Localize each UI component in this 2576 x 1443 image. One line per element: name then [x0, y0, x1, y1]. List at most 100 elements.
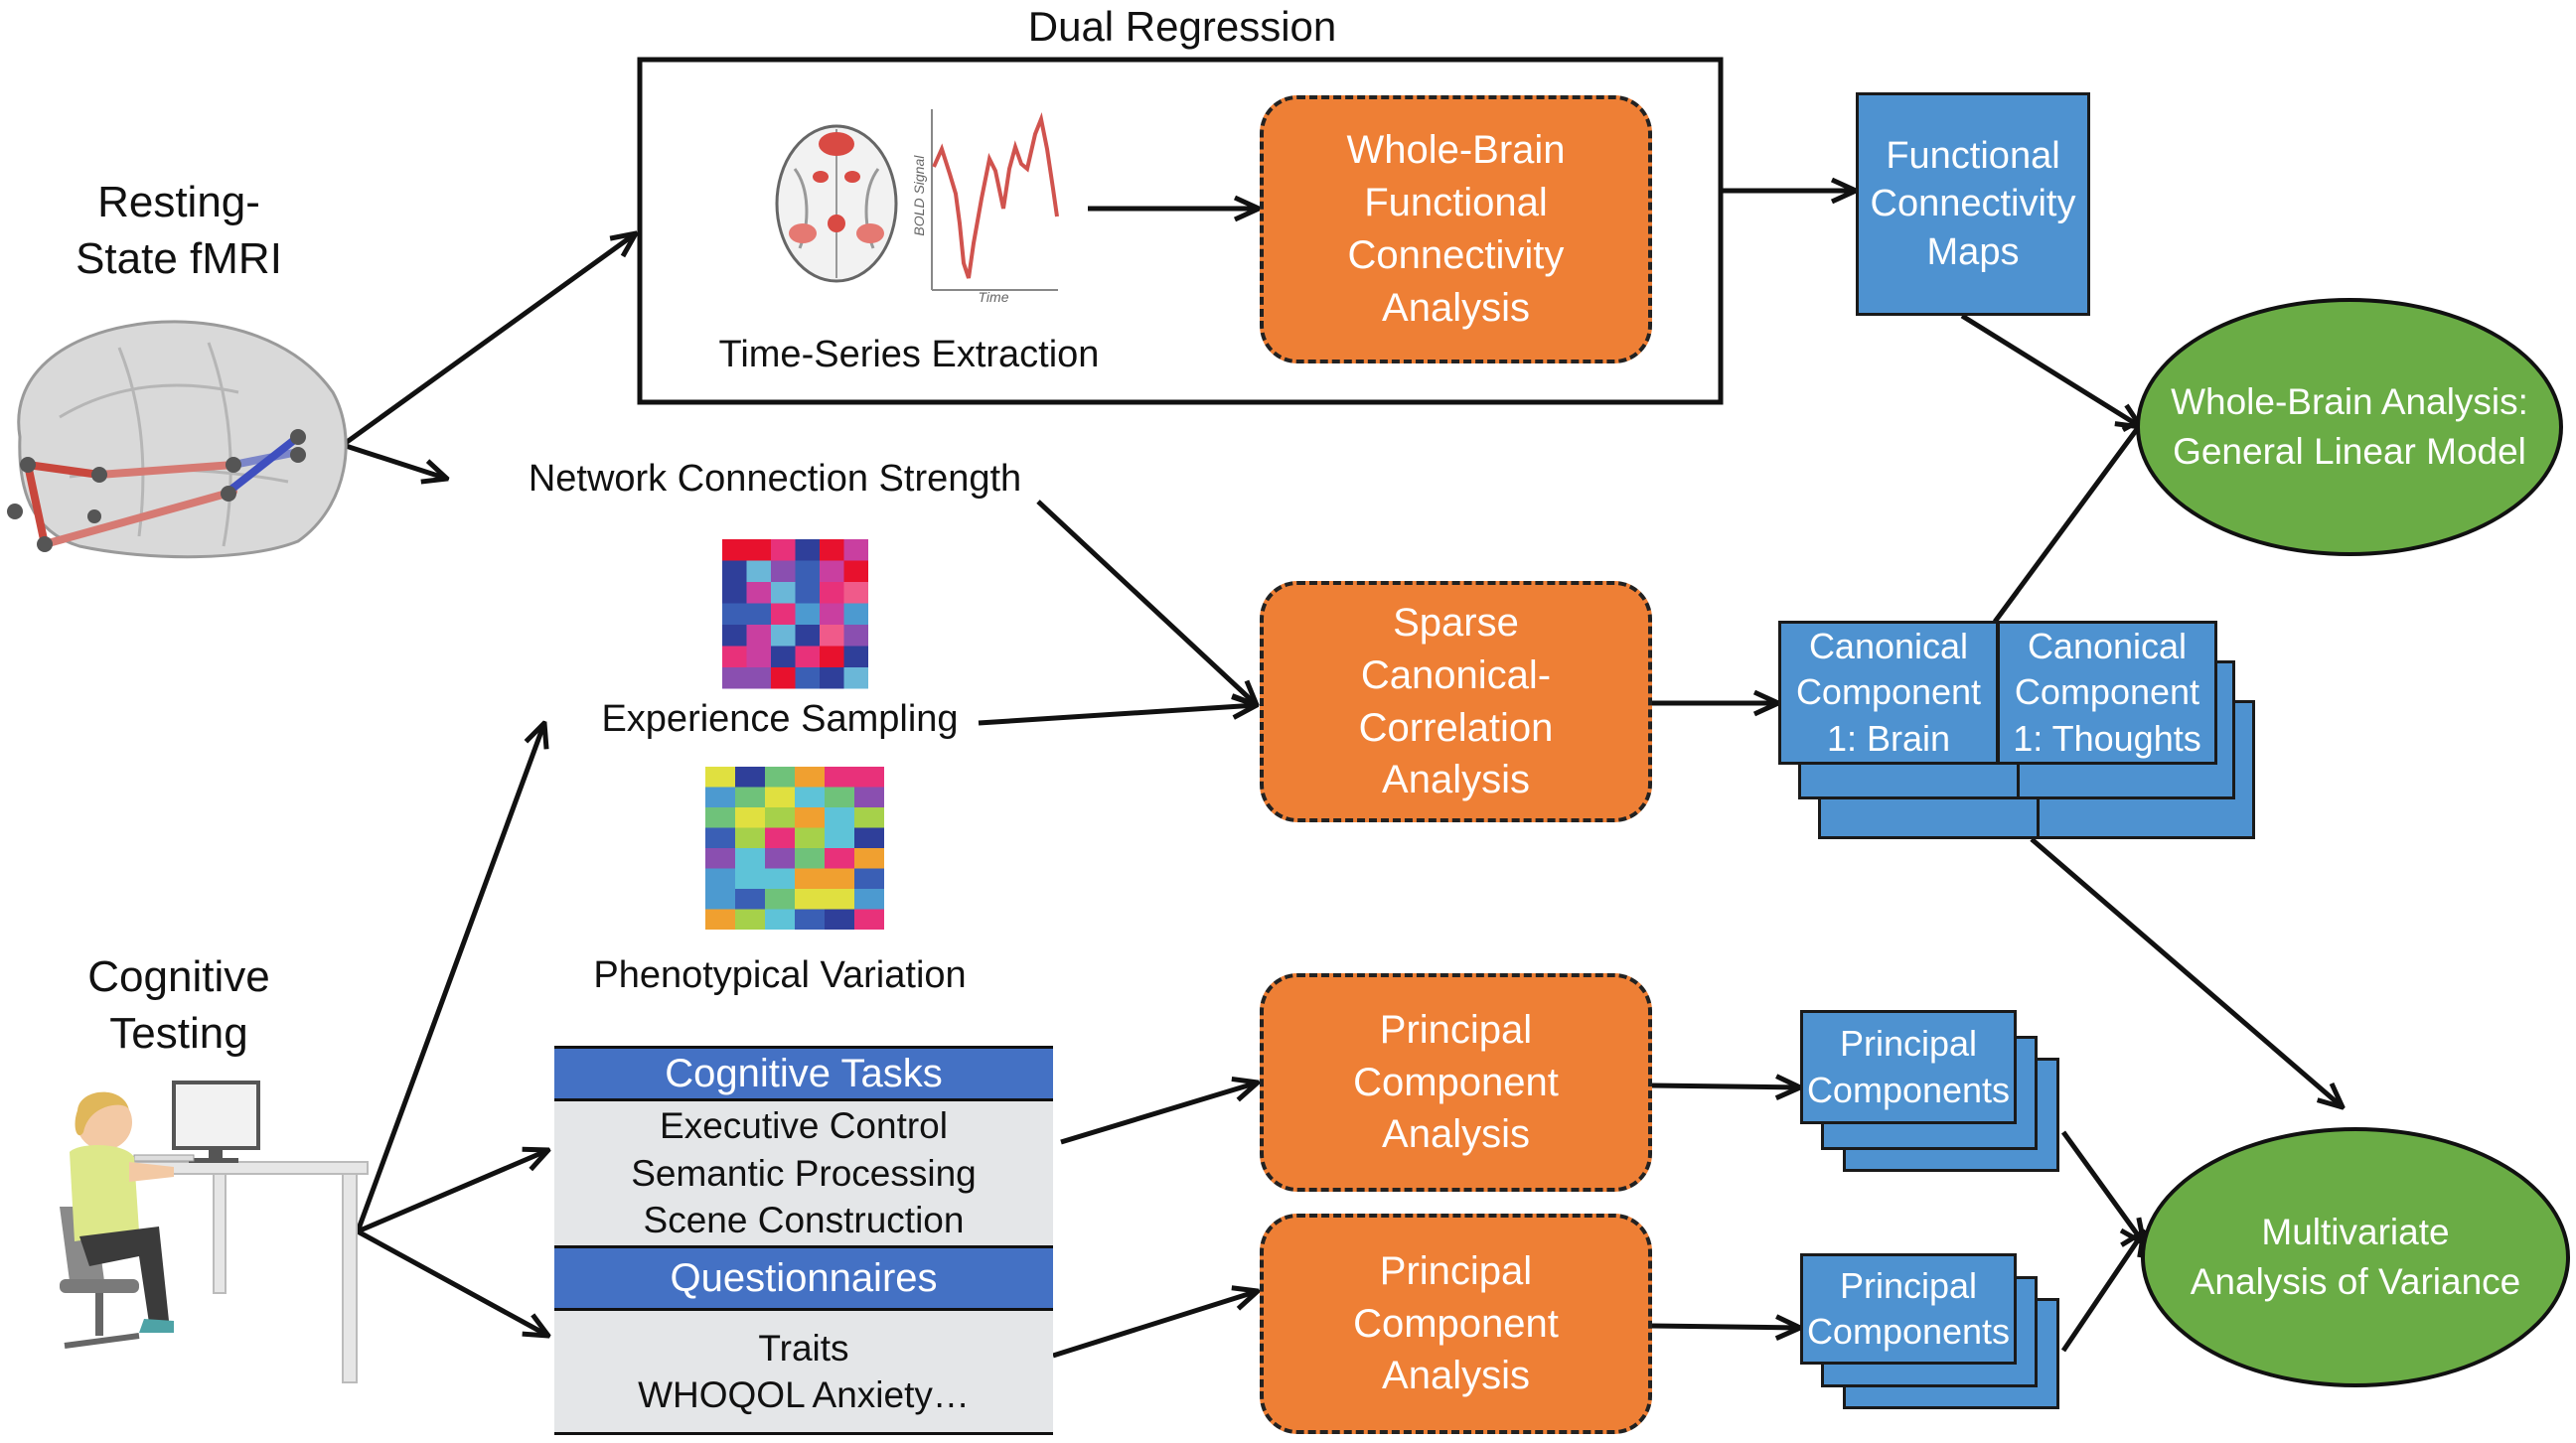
questionnaires-list: Traits WHOQOL Anxiety… — [554, 1311, 1053, 1435]
cc-brain-box: Canonical Component 1: Brain — [1778, 621, 1999, 765]
heatmap-cell — [854, 848, 884, 869]
pcs-box-1: Principal Components — [1800, 1010, 2017, 1124]
bold-signal-line — [932, 112, 1059, 279]
heatmap-cell — [854, 787, 884, 807]
questionnaire-item: WHOQOL Anxiety… — [638, 1374, 970, 1415]
arrow-maps-to-glm — [1960, 313, 2141, 427]
scca-box: Sparse Canonical- Correlation Analysis — [1260, 581, 1652, 822]
heatmap-cell — [705, 909, 735, 930]
heatmap-cell — [705, 787, 735, 807]
arrow-fmri-to-dual — [341, 233, 636, 448]
heatmap-cell — [825, 909, 854, 930]
heatmap-cell — [735, 868, 765, 889]
task-item: Scene Construction — [643, 1200, 965, 1241]
heatmap-cell — [746, 646, 771, 667]
arrow-cc-to-manova — [2030, 837, 2343, 1107]
arrow-quest-to-pca2 — [1052, 1291, 1258, 1359]
heatmap-cell — [735, 909, 765, 930]
heatmap-cell — [735, 787, 765, 807]
experience-sampling-label: Experience Sampling — [601, 698, 959, 740]
heatmap-cell — [795, 582, 820, 604]
heatmap-cell — [765, 807, 795, 828]
arrow-pca1-to-pcs1 — [1651, 1085, 1800, 1087]
heatmap-cell — [765, 787, 795, 807]
heatmap-cell — [843, 646, 868, 667]
heatmap-cell — [825, 787, 854, 807]
heatmap-cell — [843, 625, 868, 647]
arrow-cog-to-questionnaires — [356, 1228, 548, 1336]
heatmap-cell — [820, 539, 844, 561]
heatmap-cell — [820, 603, 844, 625]
heatmap-cell — [825, 848, 854, 869]
pcs-box-2: Principal Components — [1800, 1253, 2017, 1365]
heatmap-cell — [722, 560, 747, 582]
heatmap-cell — [735, 848, 765, 869]
heatmap-cell — [795, 827, 825, 848]
heatmap-cell — [765, 889, 795, 910]
heatmap-cell — [843, 603, 868, 625]
glm-ellipse: Whole-Brain Analysis: General Linear Mod… — [2136, 298, 2563, 556]
heatmap-cell — [722, 582, 747, 604]
heatmap-cell — [771, 560, 796, 582]
heatmap-cell — [795, 560, 820, 582]
bold-axis-label: BOLD Signal — [910, 155, 927, 236]
experience-heatmap — [705, 767, 884, 930]
heatmap-cell — [722, 625, 747, 647]
pca-box-2: Principal Component Analysis — [1260, 1214, 1652, 1434]
heatmap-cell — [843, 560, 868, 582]
arrow-cog-to-experience — [355, 723, 544, 1232]
heatmap-cell — [795, 868, 825, 889]
time-axis-label: Time — [978, 289, 1009, 305]
heatmap-cell — [795, 807, 825, 828]
heatmap-cell — [722, 539, 747, 561]
heatmap-cell — [820, 667, 844, 689]
heatmap-cell — [722, 646, 747, 667]
cognitive-testing-label: Cognitive Testing — [87, 952, 270, 1059]
arrow-pcs2-to-manova — [2060, 1231, 2144, 1353]
task-item: Executive Control — [660, 1105, 948, 1147]
heatmap-cell — [722, 603, 747, 625]
arrow-tasks-to-pca1 — [1060, 1082, 1258, 1145]
heatmap-cell — [820, 646, 844, 667]
heatmap-cell — [825, 807, 854, 828]
heatmap-cell — [795, 889, 825, 910]
heatmap-cell — [746, 560, 771, 582]
heatmap-cell — [735, 827, 765, 848]
time-series-label: Time-Series Extraction — [718, 334, 1100, 375]
phenotypical-variation-label: Phenotypical Variation — [593, 954, 967, 996]
heatmap-cell — [854, 909, 884, 930]
heatmap-cell — [795, 646, 820, 667]
heatmap-cell — [765, 848, 795, 869]
heatmap-cell — [771, 625, 796, 647]
heatmap-cell — [795, 667, 820, 689]
heatmap-cell — [820, 560, 844, 582]
heatmap-cell — [705, 848, 735, 869]
heatmap-cell — [735, 889, 765, 910]
heatmap-cell — [771, 603, 796, 625]
arrow-pca2-to-pcs2 — [1651, 1326, 1800, 1328]
heatmap-cell — [705, 767, 735, 788]
heatmap-cell — [795, 625, 820, 647]
heatmap-cell — [854, 807, 884, 828]
heatmap-cell — [825, 889, 854, 910]
heatmap-cell — [771, 539, 796, 561]
heatmap-cell — [746, 667, 771, 689]
heatmap-cell — [722, 667, 747, 689]
network-connection-label: Network Connection Strength — [528, 458, 1022, 500]
heatmap-cell — [795, 909, 825, 930]
heatmap-cell — [795, 539, 820, 561]
heatmap-cell — [820, 582, 844, 604]
heatmap-cell — [843, 582, 868, 604]
heatmap-cell — [771, 646, 796, 667]
cognitive-testing-illustration — [60, 1081, 369, 1383]
heatmap-cell — [746, 603, 771, 625]
axial-brain-slice — [775, 124, 898, 283]
arrow-cog-to-tasks — [357, 1150, 548, 1234]
heatmap-cell — [705, 889, 735, 910]
heatmap-cell — [795, 603, 820, 625]
whole-brain-fc-analysis-box: Whole-Brain Functional Connectivity Anal… — [1260, 95, 1652, 363]
heatmap-cell — [825, 868, 854, 889]
network-heatmap — [722, 539, 868, 689]
arrow-pcs1-to-manova — [2060, 1130, 2144, 1243]
heatmap-cell — [843, 667, 868, 689]
